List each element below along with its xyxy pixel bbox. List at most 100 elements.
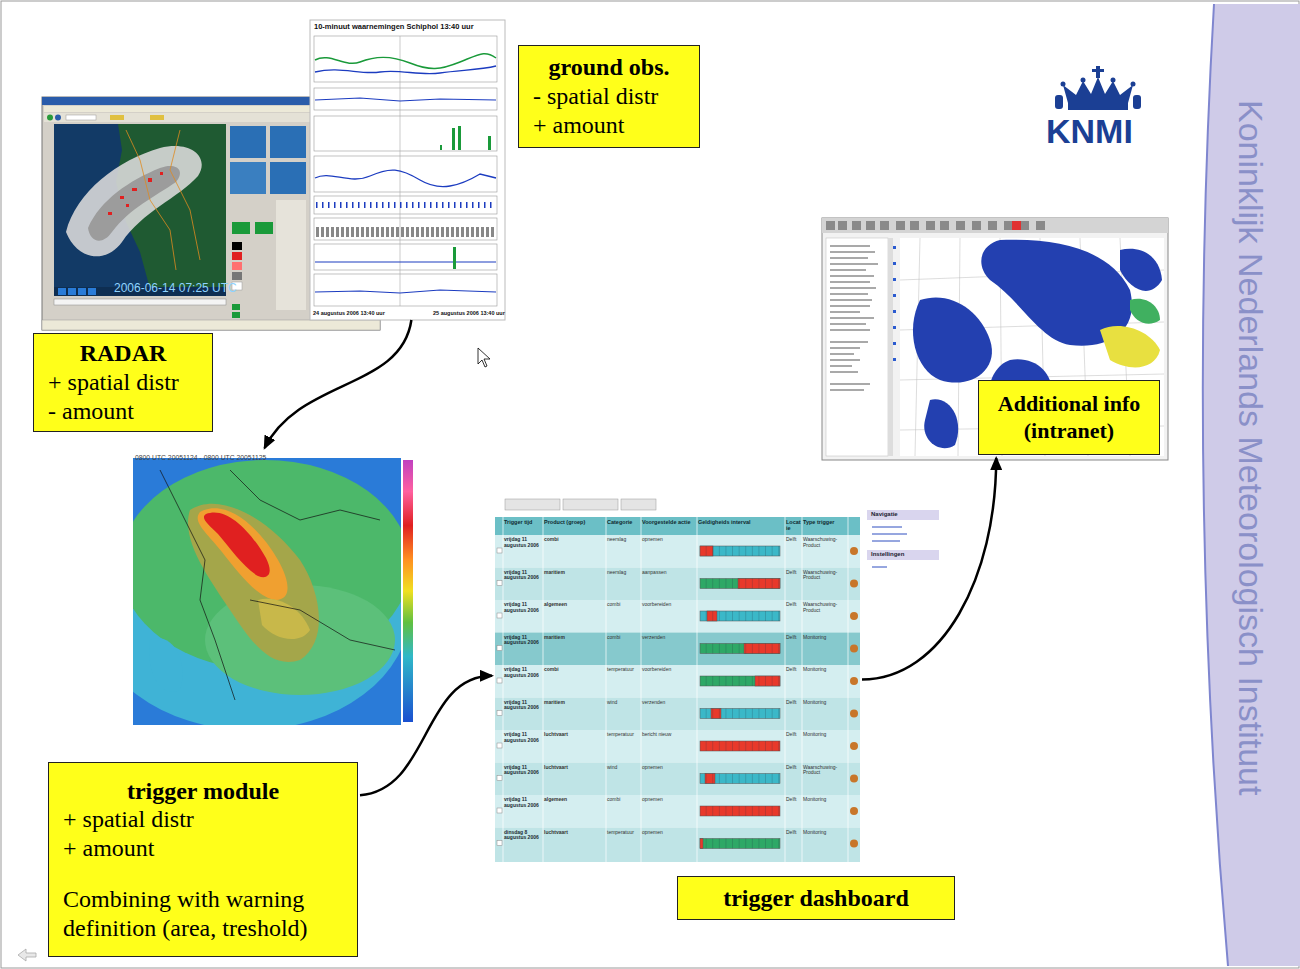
box-heading: ground obs.	[529, 53, 689, 82]
table-cell: verzenden	[642, 635, 696, 641]
table-cell: wind	[607, 765, 640, 771]
intranet-screenshot	[822, 218, 1168, 460]
table-cell: algemeen	[544, 602, 605, 608]
table-cell: vrijdag 11 augustus 2006	[504, 602, 542, 614]
table-cell: bericht nieuw	[642, 732, 696, 738]
table-cell: vrijdag 11 augustus 2006	[504, 797, 542, 809]
panel-title: 0800 UTC 20051124 - 0800 UTC 20051125	[135, 454, 355, 462]
table-cell: Delft	[786, 700, 801, 706]
table-cell: dinsdag 8 augustus 2006	[504, 830, 542, 842]
box-heading: Additional info (intranet)	[989, 391, 1149, 444]
table-cell: Delft	[786, 667, 801, 673]
table-cell: Monitoring	[803, 732, 847, 738]
table-cell: Waarschuwing-Product	[803, 570, 847, 582]
side-band-edge	[1203, 4, 1228, 966]
table-cell: vrijdag 11 augustus 2006	[504, 765, 542, 777]
side-band	[1203, 4, 1300, 966]
table-cell: Monitoring	[803, 667, 847, 673]
table-cell: Monitoring	[803, 700, 847, 706]
chart-panel: 10-minuut waarnemingen Schiphol 13:40 uu…	[310, 20, 505, 320]
table-cell: Waarschuwing-Product	[803, 765, 847, 777]
table-cell: combi	[544, 667, 605, 673]
table-cell: Delft	[786, 635, 801, 641]
flow-arrow	[265, 320, 412, 448]
knmi-crown	[1055, 66, 1141, 110]
sidebar-heading: Instellingen	[871, 551, 904, 558]
ground-obs-chart	[310, 20, 505, 320]
table-cell: luchtvaart	[544, 765, 605, 771]
note-box: RADAR+ spatial distr- amount	[33, 333, 213, 432]
table-cell: Waarschuwing-Product	[803, 537, 847, 549]
panel-title: 10-minuut waarnemingen Schiphol 13:40 uu…	[314, 23, 500, 32]
box-text: Combining with warning definition (area,…	[59, 885, 347, 943]
table-cell: temperatuur	[607, 732, 640, 738]
table-cell: Delft	[786, 570, 801, 576]
note-box: trigger dashboard	[677, 876, 955, 920]
box-heading: RADAR	[44, 339, 202, 368]
column-header: Geldigheids interval	[698, 519, 784, 525]
axis-date: 25 augustus 2006 13:40 uur	[433, 310, 505, 316]
table-cell: Delft	[786, 537, 801, 543]
column-header: Locatie	[786, 519, 801, 532]
table-cell: opnemen	[642, 797, 696, 803]
table-cell: maritiem	[544, 635, 605, 641]
column-header: Voorgestelde actie	[642, 519, 696, 525]
box-text: + spatial distr	[59, 805, 347, 834]
note-box: ground obs.- spatial distr+ amount	[518, 45, 700, 148]
table-cell: opnemen	[642, 765, 696, 771]
radar-map	[90, 452, 413, 730]
table-cell: wind	[607, 700, 640, 706]
nav-arrow	[18, 949, 36, 961]
table-cell: Delft	[786, 797, 801, 803]
table-cell: opnemen	[642, 830, 696, 836]
table-cell: Delft	[786, 602, 801, 608]
table-cell: Monitoring	[803, 635, 847, 641]
table-cell: combi	[607, 797, 640, 803]
box-heading: trigger dashboard	[688, 884, 944, 913]
box-text: + spatial distr	[44, 368, 202, 397]
table-cell: vrijdag 11 augustus 2006	[504, 700, 542, 712]
note-box: trigger module+ spatial distr+ amountCom…	[48, 762, 358, 957]
table-cell: Waarschuwing-Product	[803, 602, 847, 614]
table-cell: aanpassen	[642, 570, 696, 576]
column-header: Product (groep)	[544, 519, 605, 525]
radar-map-panel: 0800 UTC 20051124 - 0800 UTC 20051125	[133, 452, 413, 725]
table-cell: combi	[607, 635, 640, 641]
table-cell: neerslag	[607, 570, 640, 576]
box-text: - spatial distr	[529, 82, 689, 111]
note-box: Additional info (intranet)	[978, 380, 1160, 455]
sidebar-heading: Navigatie	[871, 511, 898, 518]
table-cell: maritiem	[544, 570, 605, 576]
table-cell: verzenden	[642, 700, 696, 706]
flow-arrow	[862, 458, 996, 680]
table-cell: Monitoring	[803, 830, 847, 836]
table-cell: opnemen	[642, 537, 696, 543]
logo-text: KNMI	[1046, 112, 1133, 151]
column-header: Trigger tijd	[504, 519, 542, 525]
mouse-cursor	[478, 348, 490, 367]
axis-date: 24 augustus 2006 13:40 uur	[313, 310, 385, 316]
table-cell: combi	[544, 537, 605, 543]
institute-name: Koninklijk Nederlands Meteorologisch Ins…	[1231, 100, 1270, 795]
table-cell: vrijdag 11 augustus 2006	[504, 537, 542, 549]
table-cell: Monitoring	[803, 797, 847, 803]
table-cell: maritiem	[544, 700, 605, 706]
table-cell: temperatuur	[607, 667, 640, 673]
table-cell: voorbereiden	[642, 602, 696, 608]
dashboard-panel: Trigger tijdProduct (groep)CategorieVoor…	[495, 497, 860, 862]
table-cell: vrijdag 11 augustus 2006	[504, 570, 542, 582]
table-cell: voorbereiden	[642, 667, 696, 673]
flow-arrow	[360, 676, 492, 795]
column-header: Type trigger	[803, 519, 847, 525]
table-cell: Delft	[786, 830, 801, 836]
table-cell: luchtvaart	[544, 830, 605, 836]
table-cell: vrijdag 11 augustus 2006	[504, 635, 542, 647]
table-cell: algemeen	[544, 797, 605, 803]
box-text: - amount	[44, 397, 202, 426]
table-cell: combi	[607, 602, 640, 608]
table-cell: neerslag	[607, 537, 640, 543]
table-cell: Delft	[786, 765, 801, 771]
table-cell: vrijdag 11 augustus 2006	[504, 732, 542, 744]
